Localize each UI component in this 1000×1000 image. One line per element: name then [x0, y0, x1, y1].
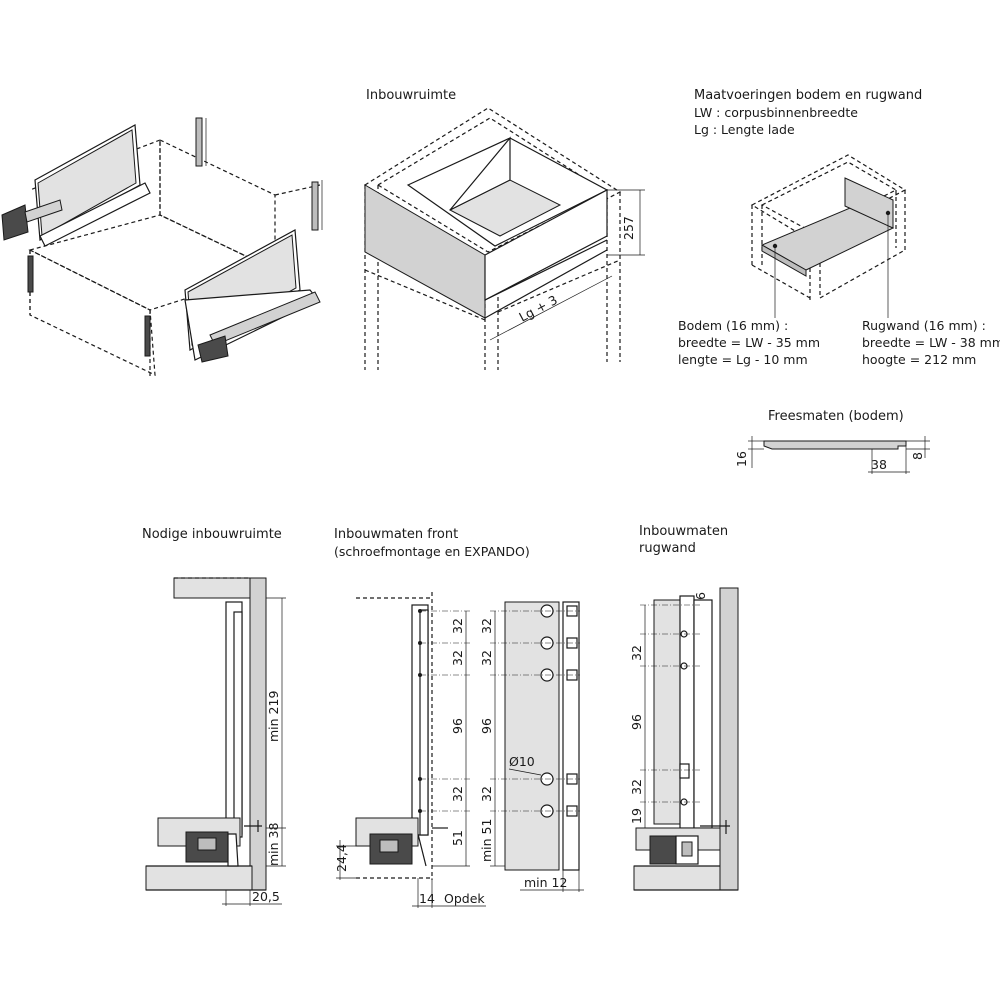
rugwand-line-1: Rugwand (16 mm) :: [862, 318, 986, 333]
dim-panel-32c: 32: [479, 786, 494, 802]
dim-front-32a: 32: [450, 618, 465, 634]
nodige-inbouwruimte-section: min 219 min 38 20,5: [145, 577, 286, 906]
inbouwmaten-front-section: 32 32 96 32 51 24,4 14 Opdek: [334, 592, 486, 908]
dim-box-height: 257: [621, 216, 636, 240]
dim-panel-96: 96: [479, 718, 494, 734]
bodem-line-3: lengte = Lg - 10 mm: [678, 352, 808, 367]
dim-rug-32b: 32: [629, 779, 644, 795]
title-inbouwmaten-front: Inbouwmaten front: [334, 527, 459, 542]
dim-20-5: 20,5: [252, 889, 280, 904]
bodem-line-2: breedte = LW - 35 mm: [678, 335, 820, 350]
dim-min-12: min 12: [524, 875, 567, 890]
label-opdek: Opdek: [444, 891, 485, 906]
freesmaten-profile: 16 38 8: [734, 436, 930, 474]
dim-rug-9: 9: [693, 592, 708, 600]
dim-front-24-4: 24,4: [334, 844, 349, 872]
lg-definition: Lg : Lengte lade: [694, 122, 795, 137]
dim-front-32c: 32: [450, 786, 465, 802]
dim-min-38: min 38: [266, 823, 281, 866]
dim-frees-16: 16: [734, 451, 749, 467]
dim-front-51: 51: [450, 830, 465, 846]
dim-min-219: min 219: [266, 691, 281, 742]
dim-rug-19: 19: [629, 808, 644, 824]
title-inbouwmaten-rugwand-2: rugwand: [639, 541, 696, 556]
dim-diameter-10: Ø10: [509, 754, 535, 769]
title-inbouwmaten-rugwand-1: Inbouwmaten: [639, 524, 729, 539]
dim-panel-32b: 32: [479, 650, 494, 666]
dim-rug-32a: 32: [629, 645, 644, 661]
dim-frees-8: 8: [910, 452, 925, 460]
dim-front-14: 14: [419, 891, 435, 906]
subtitle-inbouwmaten-front: (schroefmontage en EXPANDO): [334, 544, 530, 559]
title-maatvoeringen: Maatvoeringen bodem en rugwand: [694, 88, 923, 103]
lw-definition: LW : corpusbinnenbreedte: [694, 105, 858, 120]
dim-front-32b: 32: [450, 650, 465, 666]
dim-panel-min-51: min 51: [479, 819, 494, 862]
dim-panel-32a: 32: [479, 618, 494, 634]
front-panel-view: 32 32 96 32 min 51 Ø10 min 12: [479, 601, 584, 892]
dim-frees-38: 38: [871, 457, 887, 472]
dim-rug-96: 96: [629, 714, 644, 730]
inbouwmaten-rugwand-section: 9 32 96 32 19: [629, 587, 739, 891]
rugwand-line-3: hoogte = 212 mm: [862, 352, 977, 367]
rugwand-line-2: breedte = LW - 38 mm: [862, 335, 1000, 350]
maatvoeringen-box: [750, 154, 907, 318]
title-freesmaten: Freesmaten (bodem): [768, 409, 904, 424]
inbouwruimte-box: 257 Lg + 3: [363, 107, 645, 370]
dim-front-96: 96: [450, 718, 465, 734]
bodem-line-1: Bodem (16 mm) :: [678, 318, 789, 333]
title-inbouwruimte: Inbouwruimte: [366, 88, 457, 103]
exploded-drawer-view: [1, 117, 323, 376]
title-nodige-inbouwruimte: Nodige inbouwruimte: [142, 527, 282, 542]
